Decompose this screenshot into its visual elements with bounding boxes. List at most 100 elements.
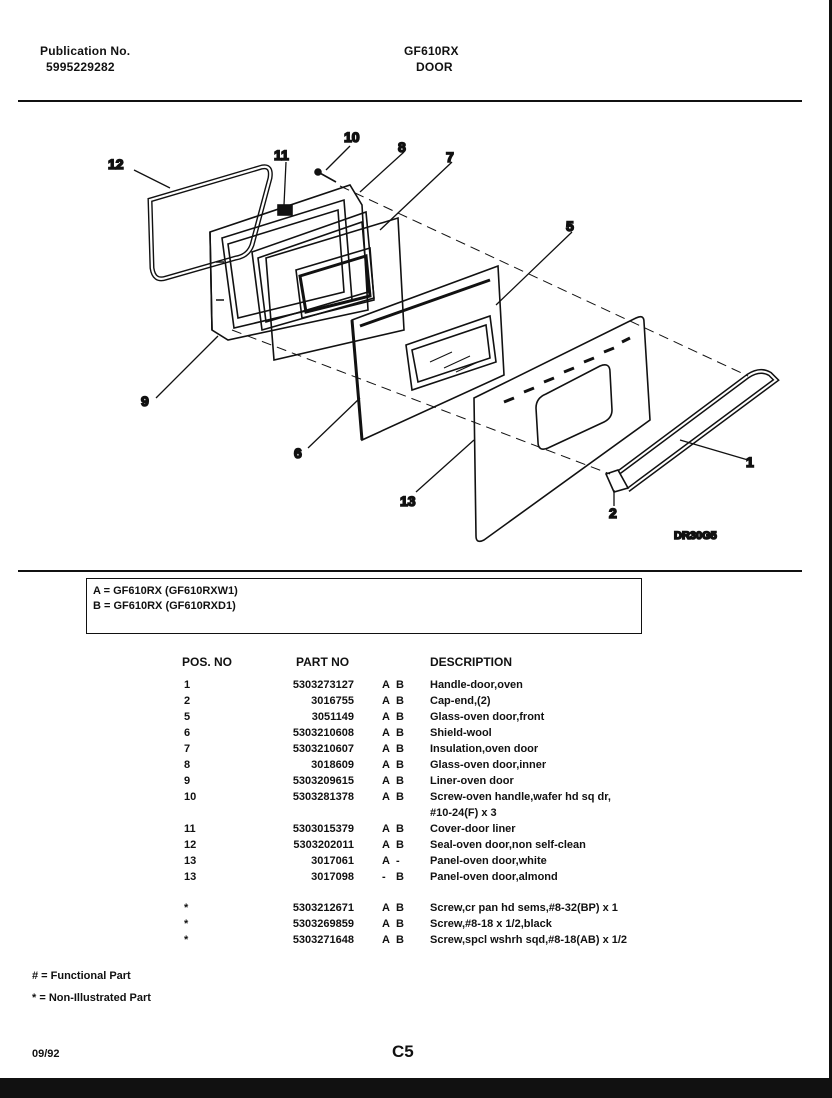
- model-b-cell: B: [396, 695, 404, 707]
- model-a-cell: A: [382, 791, 390, 803]
- description-cell: Insulation,oven door: [430, 743, 539, 755]
- description-cell-continued: #10-24(F) x 3: [430, 807, 497, 819]
- part-cell: 5303210607: [292, 743, 354, 755]
- footer-date: 09/92: [32, 1048, 60, 1060]
- part-cell: 3018609: [311, 759, 354, 771]
- table-row: 1 5303273127 A B Handle-door,oven: [0, 679, 832, 695]
- model-b-cell: B: [396, 918, 404, 930]
- pos-cell: 12: [184, 839, 197, 851]
- table-row: 7 5303210607 A B Insulation,oven door: [0, 743, 832, 759]
- description-cell: Shield-wool: [430, 727, 492, 739]
- table-row: * 5303212671 A B Screw,cr pan hd sems,#8…: [0, 902, 832, 918]
- legend-line-a: A = GF610RX (GF610RXW1): [93, 585, 238, 597]
- pos-cell: 13: [184, 855, 197, 867]
- description-cell: Glass-oven door,inner: [430, 759, 547, 771]
- description-cell: Seal-oven door,non self-clean: [430, 839, 586, 851]
- model-a-cell: A: [382, 855, 390, 867]
- model-a-cell: A: [382, 902, 390, 914]
- functional-part-note: # = Functional Part: [32, 970, 131, 982]
- table-row: 5 3051149 A B Glass-oven door,front: [0, 711, 832, 727]
- pos-cell: 5: [184, 711, 191, 723]
- model-number: GF610RX: [404, 44, 459, 58]
- description-cell: Screw,cr pan hd sems,#8-32(BP) x 1: [430, 902, 618, 914]
- callout-8: 8: [398, 139, 406, 155]
- publication-number: 5995229282: [46, 60, 115, 74]
- pos-cell: 7: [184, 743, 191, 755]
- part-cell: 3016755: [311, 695, 354, 707]
- callout-13: 13: [400, 493, 416, 509]
- table-row: * 5303271648 A B Screw,spcl wshrh sqd,#8…: [0, 934, 832, 950]
- model-b-cell: B: [396, 775, 404, 787]
- callout-11: 11: [274, 147, 289, 163]
- pos-cell: *: [184, 934, 189, 946]
- table-row: * 5303269859 A B Screw,#8-18 x 1/2,black: [0, 918, 832, 934]
- model-a-cell: A: [382, 711, 390, 723]
- diagram-rule: [18, 570, 802, 572]
- pos-cell: 2: [184, 695, 191, 707]
- description-cell: Panel-oven door,almond: [430, 871, 558, 883]
- model-a-cell: A: [382, 823, 390, 835]
- part-11-cover: [277, 204, 293, 216]
- callout-9: 9: [141, 393, 149, 409]
- part-cell: 5303015379: [292, 823, 354, 835]
- pos-cell: 8: [184, 759, 191, 771]
- model-b-cell: -: [396, 855, 400, 867]
- description-cell: Panel-oven door,white: [430, 855, 547, 867]
- page-border-bottom: [0, 1078, 832, 1098]
- description-cell: Screw,spcl wshrh sqd,#8-18(AB) x 1/2: [430, 934, 628, 946]
- pos-cell: 1: [184, 679, 191, 691]
- part-cell: 5303273127: [292, 679, 354, 691]
- alignment-lines: [231, 185, 749, 475]
- col-header-part: PART NO: [296, 655, 350, 669]
- exploded-door-diagram: 12 11 10 8 7 5 9 6 13 1 2 DR30G5: [107, 128, 780, 543]
- table-row: 10 5303281378 A B Screw-oven handle,wafe…: [0, 791, 832, 823]
- part-cell: 5303212671: [292, 902, 354, 914]
- pos-cell: *: [184, 902, 189, 914]
- part-cell: 5303210608: [292, 727, 354, 739]
- header-rule: [18, 100, 802, 102]
- callout-12: 12: [108, 156, 124, 172]
- model-b-cell: B: [396, 759, 404, 771]
- part-cell: 5303271648: [292, 934, 354, 946]
- model-b-cell: B: [396, 711, 404, 723]
- part-1-handle: [612, 368, 780, 493]
- callout-6: 6: [294, 445, 302, 461]
- model-a-cell: -: [382, 871, 386, 883]
- pos-cell: 11: [184, 823, 196, 835]
- model-a-cell: A: [382, 679, 390, 691]
- table-row: 8 3018609 A B Glass-oven door,inner: [0, 759, 832, 775]
- part-cell: 5303281378: [292, 791, 354, 803]
- non-illustrated-note: * = Non-Illustrated Part: [32, 992, 151, 1004]
- page-number: C5: [392, 1042, 414, 1061]
- callout-2: 2: [609, 505, 617, 521]
- model-a-cell: A: [382, 839, 390, 851]
- part-cell: 3017098: [311, 871, 354, 883]
- publication-label: Publication No.: [40, 44, 131, 58]
- part-cell: 3051149: [311, 711, 354, 723]
- model-b-cell: B: [396, 934, 404, 946]
- model-b-cell: B: [396, 839, 404, 851]
- callout-1: 1: [746, 454, 754, 470]
- callout-5: 5: [566, 218, 574, 234]
- model-b-cell: B: [396, 727, 404, 739]
- model-b-cell: B: [396, 791, 404, 803]
- callout-10: 10: [344, 129, 360, 145]
- pos-cell: 10: [184, 791, 197, 803]
- model-a-cell: A: [382, 934, 390, 946]
- table-row: 2 3016755 A B Cap-end,(2): [0, 695, 832, 711]
- callout-7: 7: [446, 149, 454, 165]
- model-a-cell: A: [382, 743, 390, 755]
- part-13-panel: [473, 315, 651, 543]
- description-cell: Glass-oven door,front: [430, 711, 545, 723]
- description-cell: Liner-oven door: [430, 775, 514, 787]
- col-header-pos: POS. NO: [182, 655, 233, 669]
- table-row: 13 3017061 A - Panel-oven door,white: [0, 855, 832, 871]
- leader-lines: [133, 145, 749, 506]
- model-a-cell: A: [382, 759, 390, 771]
- section-title: DOOR: [416, 60, 453, 74]
- table-row: 6 5303210608 A B Shield-wool: [0, 727, 832, 743]
- model-a-cell: A: [382, 918, 390, 930]
- pos-cell: 6: [184, 727, 191, 739]
- model-a-cell: A: [382, 695, 390, 707]
- part-10-screw: [314, 168, 337, 183]
